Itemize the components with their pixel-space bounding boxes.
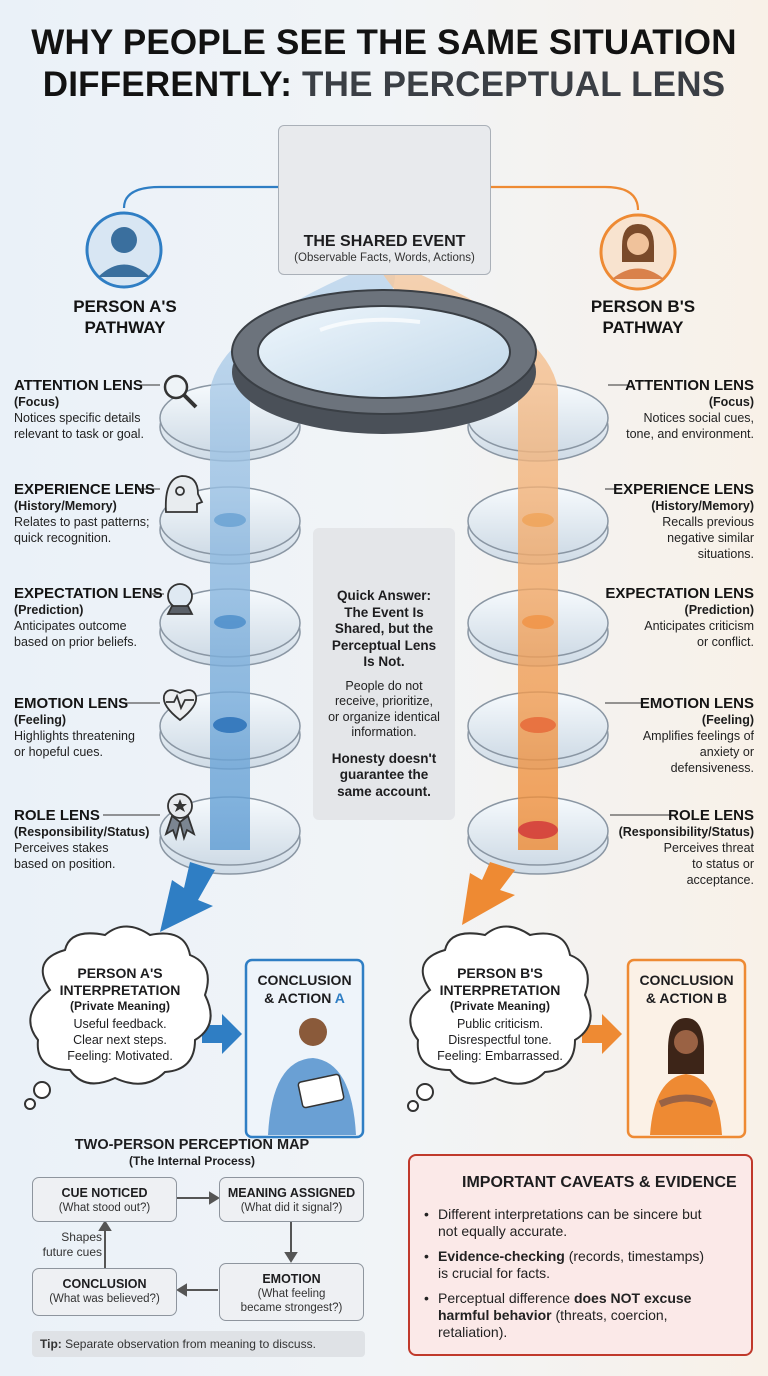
caveat-item: Perceptual difference does NOT excuse ha… <box>424 1290 746 1341</box>
beam-a <box>210 270 396 850</box>
shared-event: THE SHARED EVENT (Observable Facts, Word… <box>294 233 475 264</box>
caveats-list: Different interpretations can be sincere… <box>424 1206 746 1341</box>
arrow-to-conclusion-a <box>202 1014 242 1054</box>
person-a-writing-icon <box>268 1018 356 1135</box>
award-badge-icon <box>164 793 196 842</box>
connector-b <box>491 185 640 211</box>
arrow-b <box>462 862 515 925</box>
arrow-a <box>160 862 215 932</box>
map-cue-noticed: CUE NOTICED (What stood out?) <box>32 1177 177 1222</box>
person-b-interpretation: PERSON B'S INTERPRETATION (Private Meani… <box>437 965 563 1063</box>
quick-answer-body: People do not receive, prioritize, or or… <box>328 678 440 740</box>
caveats-title: IMPORTANT CAVEATS & EVIDENCE <box>462 1174 737 1191</box>
magnifier-icon <box>163 374 198 409</box>
quick-answer-foot: Honesty doesn't guarantee the same accou… <box>331 750 437 799</box>
map-arrows <box>98 1191 298 1297</box>
page-title: WHY PEOPLE SEE THE SAME SITUATION DIFFER… <box>31 23 737 104</box>
lens-a-expectation: EXPECTATION LENS (Prediction) Anticipate… <box>14 585 163 649</box>
heart-pulse-icon <box>162 689 198 722</box>
lens-a-emotion: EMOTION LENS (Feeling) Highlights threat… <box>14 695 135 759</box>
connector-a <box>122 185 278 209</box>
lens-a-role: ROLE LENS (Responsibility/Status) Percei… <box>14 807 150 871</box>
shared-event-box <box>278 125 491 275</box>
caveat-item: Evidence-checking (records, timestamps) … <box>424 1248 746 1282</box>
thought-cloud-b <box>407 925 592 1112</box>
quick-answer: Quick Answer: The Event Is Shared, but t… <box>313 588 455 800</box>
caveat-item: Different interpretations can be sincere… <box>424 1206 746 1240</box>
quick-answer-head: Quick Answer: The Event Is Shared, but t… <box>331 588 437 669</box>
lens-b-role: ROLE LENS (Responsibility/Status) Percei… <box>618 807 754 887</box>
person-a-pathway: PERSON A'S PATHWAY <box>73 297 177 337</box>
person-b-arms-crossed-icon <box>650 1018 722 1135</box>
head-gears-icon <box>164 475 204 513</box>
crystal-ball-icon <box>166 583 194 615</box>
lens-b-expectation: EXPECTATION LENS (Prediction) Anticipate… <box>605 585 754 649</box>
person-a-avatar <box>85 211 163 289</box>
conclusion-b: CONCLUSION & ACTION B <box>639 972 734 1006</box>
map-emotion: EMOTION (What feeling became strongest?) <box>219 1263 364 1321</box>
quick-answer-panel <box>313 528 455 820</box>
lens-b-attention: ATTENTION LENS (Focus) Notices social cu… <box>625 377 754 441</box>
lens-b-emotion: EMOTION LENS (Feeling) Amplifies feeling… <box>639 695 754 775</box>
lens-a-experience: EXPERIENCE LENS (History/Memory) Relates… <box>14 481 155 545</box>
person-a-interpretation: PERSON A'S INTERPRETATION (Private Meani… <box>59 965 181 1063</box>
map-shapes-future-cues: Shapes future cues <box>42 1230 102 1259</box>
beam-b <box>380 270 558 850</box>
lens-stack-b <box>467 383 609 875</box>
perception-map-header: TWO-PERSON PERCEPTION MAP (The Internal … <box>74 1137 310 1168</box>
map-tip: Tip: Separate observation from meaning t… <box>32 1331 365 1357</box>
person-b-pathway: PERSON B'S PATHWAY <box>590 297 696 337</box>
lens-a-attention: ATTENTION LENS (Focus) Notices specific … <box>14 377 144 441</box>
map-meaning-assigned: MEANING ASSIGNED (What did it signal?) <box>219 1177 364 1222</box>
map-conclusion: CONCLUSION (What was believed?) <box>32 1268 177 1316</box>
thought-cloud-a <box>24 925 212 1110</box>
person-b-avatar <box>599 213 677 291</box>
arrow-to-conclusion-b <box>582 1014 622 1054</box>
main-lens <box>231 289 537 434</box>
lens-b-experience: EXPERIENCE LENS (History/Memory) Recalls… <box>613 481 754 561</box>
conclusion-a: CONCLUSION & ACTION A <box>257 972 352 1006</box>
